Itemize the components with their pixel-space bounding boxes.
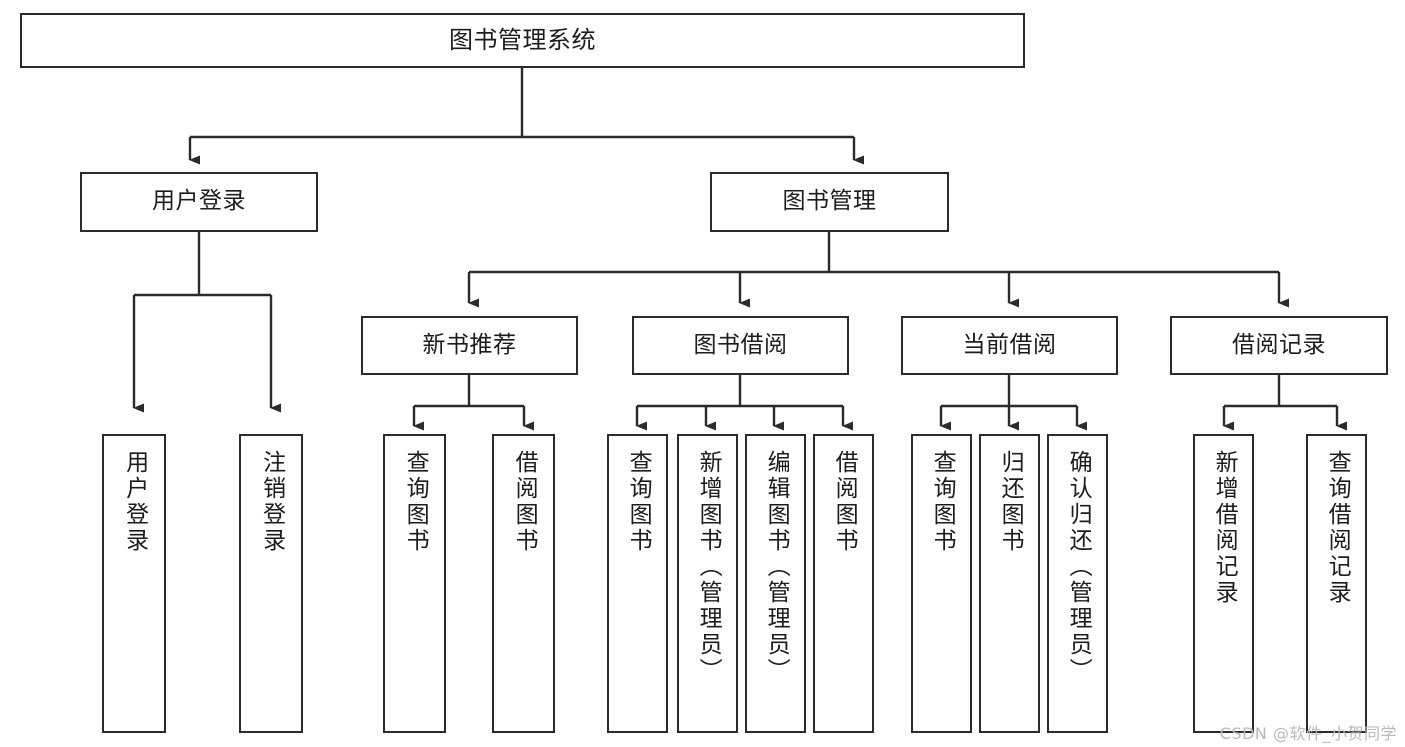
node-label: 借阅图书 [831, 450, 858, 554]
node-book-manage[interactable]: 图书管理 [710, 172, 949, 232]
node-current-borrow[interactable]: 当前借阅 [901, 316, 1118, 375]
node-label: 新增借阅记录 [1211, 450, 1238, 606]
node-user-login[interactable]: 用户登录 [80, 172, 318, 232]
node-label: 查询图书 [402, 450, 429, 554]
node-label: 注销登录 [258, 450, 285, 554]
node-root-book-management-system[interactable]: 图书管理系统 [20, 13, 1025, 68]
node-label: 新增图书（管理员） [695, 450, 722, 684]
node-label: 借阅图书 [511, 450, 538, 554]
node-label: 归还图书 [997, 450, 1024, 554]
node-label: 当前借阅 [962, 331, 1057, 358]
node-leaf-logout-login[interactable]: 注销登录 [239, 434, 303, 733]
node-leaf-borrow-book-1[interactable]: 借阅图书 [492, 434, 555, 733]
node-label: 借阅记录 [1232, 331, 1326, 358]
node-leaf-add-borrow-record[interactable]: 新增借阅记录 [1193, 434, 1254, 733]
node-label: 编辑图书（管理员） [763, 450, 790, 684]
node-leaf-query-borrow-record[interactable]: 查询借阅记录 [1306, 434, 1367, 733]
node-book-borrow[interactable]: 图书借阅 [632, 316, 849, 375]
node-leaf-user-login[interactable]: 用户登录 [102, 434, 166, 733]
node-leaf-edit-book-admin[interactable]: 编辑图书（管理员） [745, 434, 806, 733]
node-leaf-query-book-1[interactable]: 查询图书 [383, 434, 446, 733]
node-leaf-confirm-return-admin[interactable]: 确认归还（管理员） [1047, 434, 1108, 733]
node-label: 图书管理 [782, 188, 877, 215]
node-borrow-record[interactable]: 借阅记录 [1170, 316, 1388, 375]
node-label: 查询图书 [625, 450, 652, 554]
node-new-book-recommend[interactable]: 新书推荐 [361, 316, 578, 375]
node-label: 图书借阅 [693, 331, 788, 358]
node-label: 查询图书 [929, 450, 956, 554]
node-label: 新书推荐 [422, 331, 517, 358]
node-label: 确认归还（管理员） [1065, 450, 1092, 684]
node-label: 图书管理系统 [449, 26, 596, 55]
node-leaf-query-book-3[interactable]: 查询图书 [911, 434, 972, 733]
node-leaf-return-book[interactable]: 归还图书 [979, 434, 1040, 733]
csdn-watermark: CSDN @软件_小贺同学 [1219, 724, 1397, 743]
node-label: 用户登录 [152, 188, 246, 215]
node-label: 用户登录 [121, 450, 148, 554]
node-label: 查询借阅记录 [1324, 450, 1351, 606]
node-leaf-query-book-2[interactable]: 查询图书 [607, 434, 668, 733]
node-leaf-borrow-book-2[interactable]: 借阅图书 [813, 434, 874, 733]
node-leaf-add-book-admin[interactable]: 新增图书（管理员） [677, 434, 738, 733]
